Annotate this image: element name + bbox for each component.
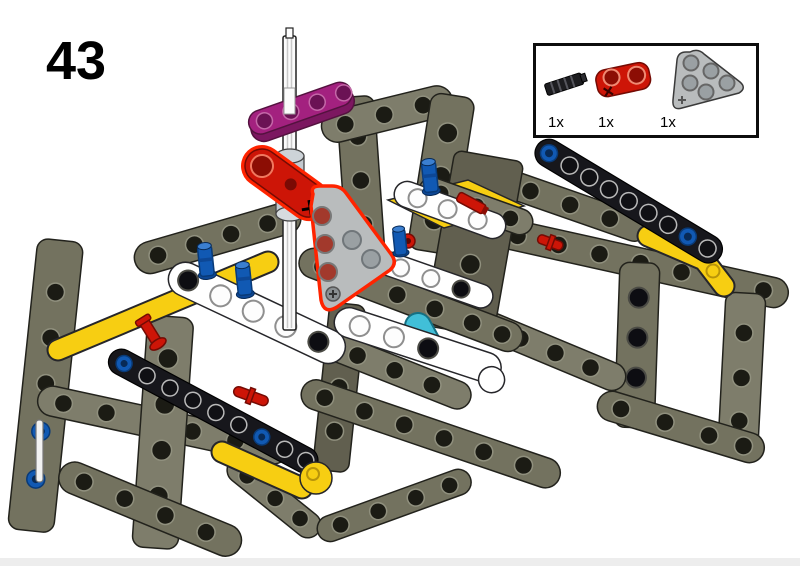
part-count-2: 1x <box>598 114 614 131</box>
red-axle-piece <box>455 191 490 216</box>
parts-callout-box: 1x 1x 1x <box>533 43 759 138</box>
white-beam-mid <box>376 251 494 309</box>
footer-bar <box>0 558 800 566</box>
part-count-1: 1x <box>548 114 564 131</box>
step-number: 43 <box>46 31 107 91</box>
yellow-curved-beam-left-low <box>210 440 333 500</box>
white-beam-left <box>167 261 347 365</box>
parts-callout-art <box>544 49 744 110</box>
yellow-beam-left <box>46 250 280 362</box>
gray-triangle-liftarm-highlighted <box>309 184 396 312</box>
part-axle-2l-icon <box>544 72 588 96</box>
black-beam-right <box>534 138 724 264</box>
red-pin-long <box>232 385 269 407</box>
part-cross-block-red-icon <box>595 61 652 98</box>
red-axle-pin-standing <box>134 313 167 351</box>
blue-pin-2 <box>234 261 255 300</box>
white-flex-axle-sliver <box>35 419 44 483</box>
white-beam-low <box>333 306 506 394</box>
axle-through-purple <box>283 87 296 115</box>
white-beam-upper <box>393 180 507 240</box>
part-triangle-liftarm-icon <box>672 49 744 110</box>
blue-pin-4 <box>392 225 410 258</box>
blue-pin-1 <box>196 242 217 281</box>
blue-pin-3 <box>420 158 441 197</box>
part-count-3: 1x <box>660 114 676 131</box>
red-pin-right <box>536 233 564 252</box>
